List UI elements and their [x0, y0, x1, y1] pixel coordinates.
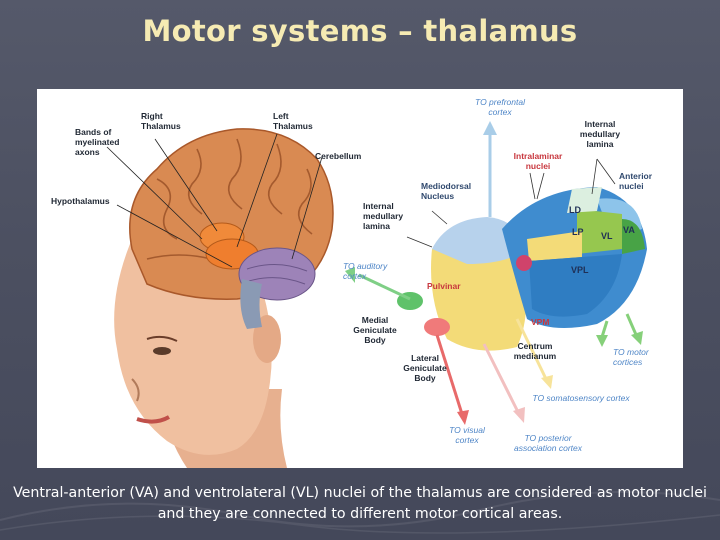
figure-drawing	[106, 121, 647, 468]
label-to-posterior: TO posterior association cortex	[513, 433, 583, 453]
label-to-somatosensory: TO somatosensory cortex	[532, 393, 630, 403]
thalamus-diagram	[345, 121, 647, 425]
label-cerebellum: Cerebellum	[315, 151, 362, 161]
label-to-prefrontal: TO prefrontal cortex	[475, 97, 525, 117]
nucleus-vl: VL	[601, 231, 613, 241]
label-to-motor: TO motor cortices	[613, 347, 649, 367]
label-anterior-nuclei: Anterior nuclei	[619, 171, 653, 191]
slide-title: Motor systems – thalamus	[142, 14, 578, 48]
label-bands-of-axons: Bands of myelinated axons	[75, 127, 120, 157]
nucleus-vpl: VPL	[571, 265, 589, 275]
label-to-auditory: TO auditory cortex	[343, 261, 388, 281]
label-medial-geniculate: Medial Geniculate Body	[353, 315, 397, 345]
label-pulvinar: Pulvinar	[427, 281, 461, 291]
label-left-thalamus: Left Thalamus	[273, 111, 313, 131]
label-hypothalamus: Hypothalamus	[51, 196, 110, 206]
label-intralaminar: Intralaminar nuclei	[513, 151, 563, 171]
label-right-thalamus: Right Thalamus	[141, 111, 181, 131]
label-vpm: VPM	[531, 317, 550, 327]
slide-caption: Ventral-anterior (VA) and ventrolateral …	[13, 485, 707, 522]
head-illustration	[106, 128, 334, 468]
background-decoration	[0, 491, 720, 534]
label-to-visual: TO visual cortex	[449, 425, 485, 445]
label-mediodorsal: Mediodorsal Nucleus	[421, 181, 472, 201]
nucleus-ld: LD	[569, 205, 581, 215]
nucleus-va: VA	[623, 225, 635, 235]
label-internal-medullary-top: Internal medullary lamina	[579, 119, 621, 149]
nucleus-lp: LP	[572, 227, 584, 237]
label-centrum-medianum: Centrum medianum	[513, 341, 557, 361]
label-internal-medullary-left: Internal medullary lamina	[363, 201, 404, 231]
thalamus-figure: Right Thalamus Left Thalamus Bands of my…	[37, 89, 683, 468]
label-lateral-geniculate: Lateral Geniculate Body	[403, 353, 447, 383]
